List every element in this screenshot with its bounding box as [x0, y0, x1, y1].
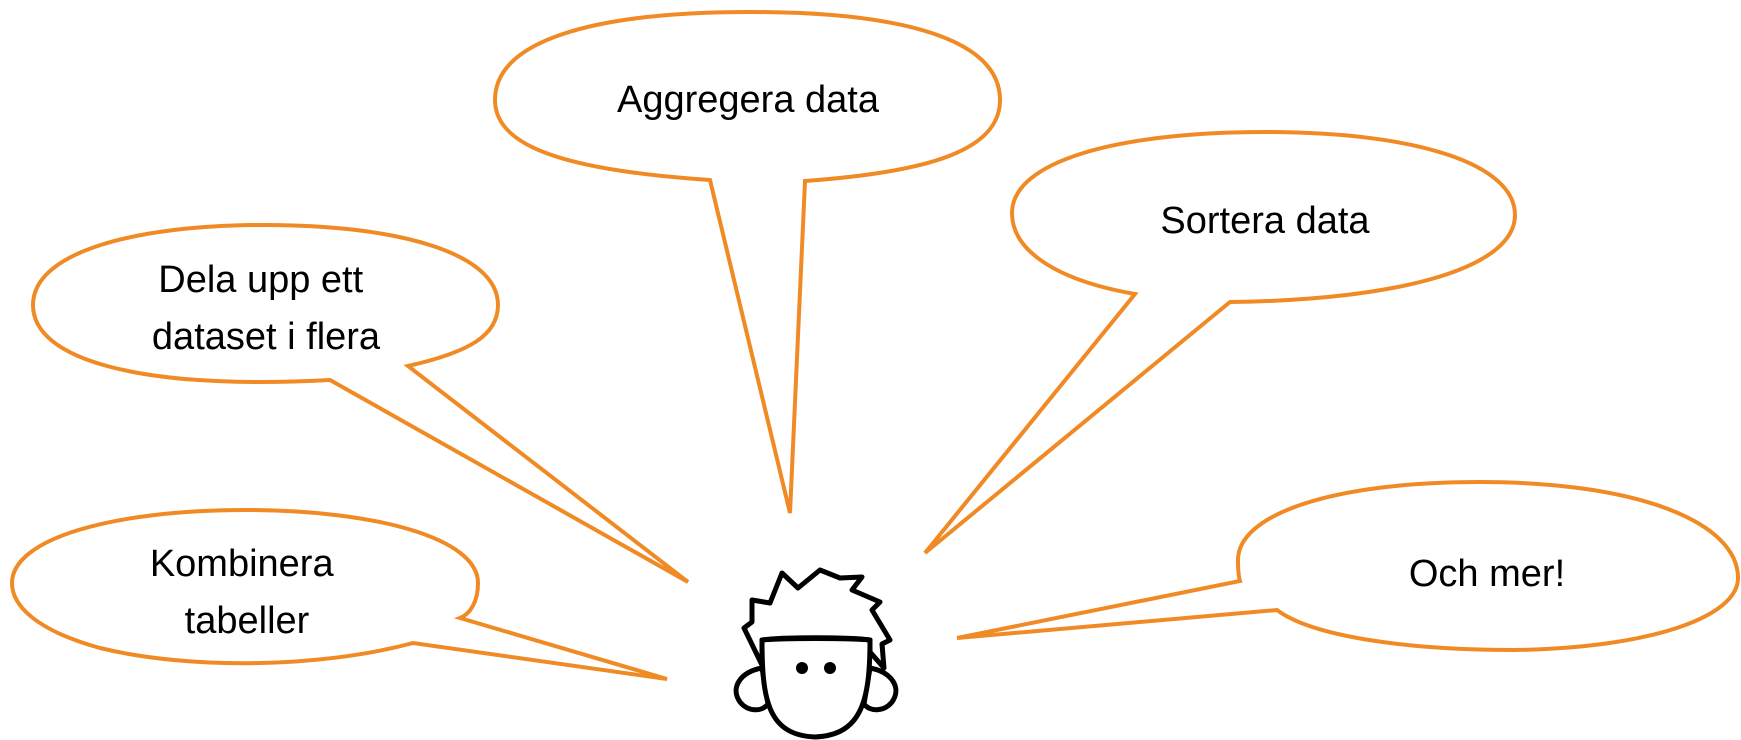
left-eye-icon	[796, 662, 808, 674]
bubble-sortera-text: Sortera data	[1160, 200, 1370, 242]
bubble-aggregera-shape	[492, 9, 1003, 514]
bubble-dela-upp-shape	[30, 222, 690, 584]
bubble-sortera-shape	[923, 129, 1518, 555]
bubble-kombinera-line-2: tabeller	[185, 600, 310, 642]
hair-icon	[741, 567, 893, 671]
bubble-sortera: Sortera data	[923, 129, 1518, 555]
bubble-och-mer-text: Och mer!	[1409, 553, 1565, 595]
bubble-och-mer: Och mer!	[956, 479, 1741, 653]
head-icon	[759, 636, 873, 740]
bubble-aggregera: Aggregera data	[492, 9, 1003, 514]
bubble-kombinera-shape	[9, 507, 668, 681]
bubble-dela-upp-line-2: dataset i flera	[152, 316, 381, 358]
right-eye-icon	[824, 662, 836, 674]
person-face-icon	[733, 567, 899, 740]
bubble-kombinera: Kombinera tabeller	[9, 507, 668, 681]
bubble-aggregera-line-1: Aggregera data	[617, 79, 880, 121]
bubble-och-mer-line-1: Och mer!	[1409, 553, 1565, 595]
bubble-och-mer-shape	[956, 479, 1741, 653]
bubble-kombinera-text: Kombinera tabeller	[150, 543, 344, 642]
bubble-sortera-line-1: Sortera data	[1160, 200, 1370, 242]
right-ear-icon	[861, 665, 899, 713]
bubble-dela-upp-text: Dela upp ett dataset i flera	[152, 259, 381, 358]
bubble-aggregera-text: Aggregera data	[617, 79, 880, 121]
bubble-dela-upp-line-1: Dela upp ett	[158, 259, 363, 301]
bubble-dela-upp: Dela upp ett dataset i flera	[30, 222, 690, 584]
left-ear-icon	[733, 665, 771, 713]
bubble-kombinera-line-1: Kombinera	[150, 543, 335, 585]
